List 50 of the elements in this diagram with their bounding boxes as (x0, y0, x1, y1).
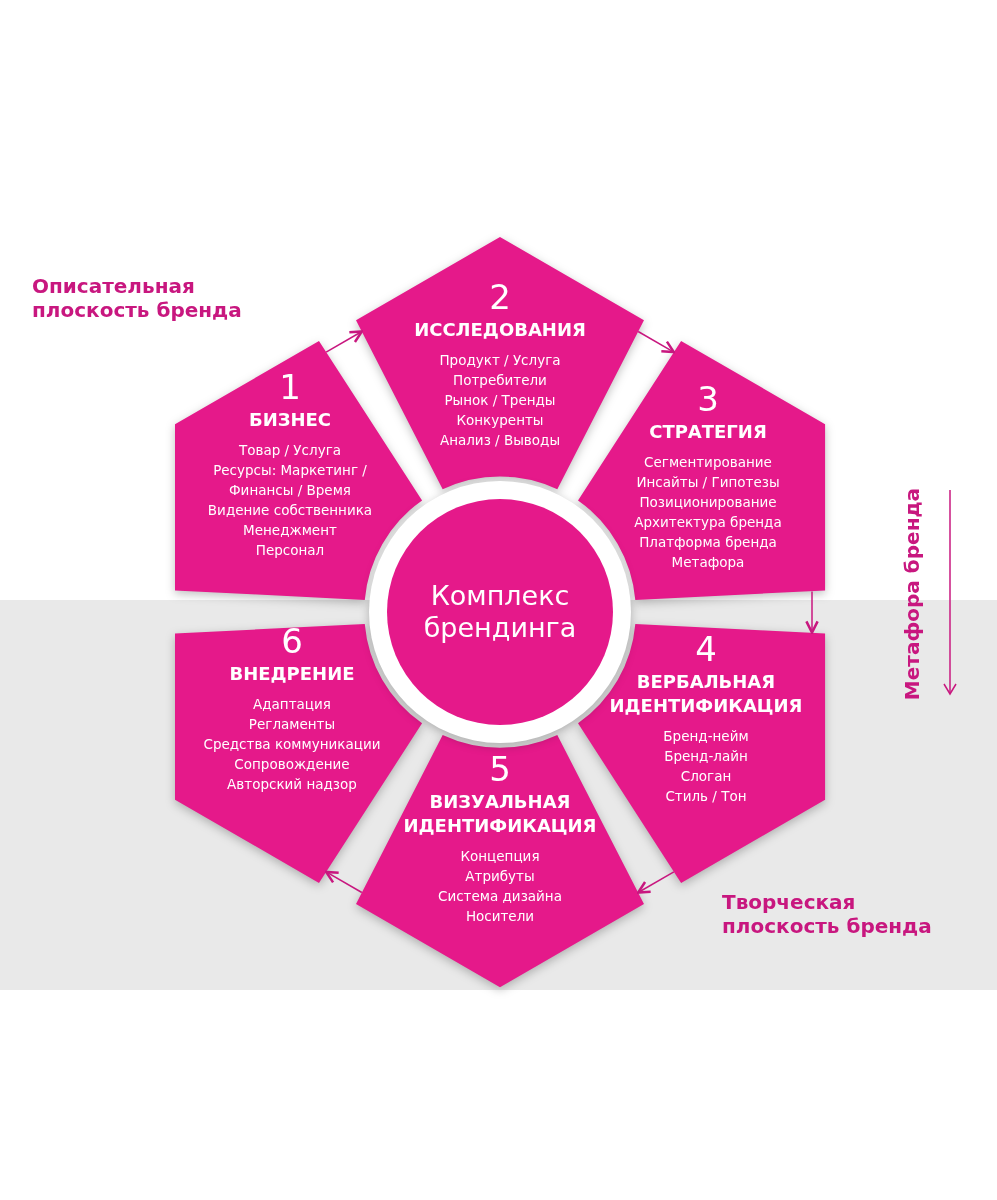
list-item: Регламенты (247, 715, 337, 734)
list-item: Стиль / Тон (664, 787, 748, 806)
center-title: Комплекс брендинга (422, 580, 578, 644)
plane-label: Описательная плоскость бренда (32, 274, 243, 322)
list-item: Бренд-лайн (663, 747, 749, 766)
list-item: Сегментирование (643, 453, 773, 472)
arrow (636, 871, 675, 894)
plane-label: Творческая плоскость бренда (722, 890, 933, 938)
list-item: Продукт / Услуга (438, 351, 562, 370)
step-title: ВНЕДРЕНИЕ (228, 662, 356, 686)
list-item: Архитектура бренда (633, 513, 783, 532)
arrow (637, 330, 676, 354)
step-title: ВЕРБАЛЬНАЯ ИДЕНТИФИКАЦИЯ (608, 670, 804, 718)
axis-label: Метафора бренда (900, 486, 924, 703)
list-item: Рынок / Тренды (443, 391, 557, 410)
step-title: ИССЛЕДОВАНИЯ (413, 318, 587, 342)
arrow (324, 870, 363, 894)
arrow (805, 590, 819, 634)
step-title: СТРАТЕГИЯ (648, 420, 768, 444)
list-item: Конкуренты (455, 411, 545, 430)
list-item: Сопровождение (233, 755, 351, 774)
list-item: Анализ / Выводы (438, 431, 562, 450)
list-item: Персонал (254, 541, 326, 560)
list-item: Инсайты / Гипотезы (635, 473, 781, 492)
list-item: Носители (464, 907, 536, 926)
list-item: Концепция (459, 847, 541, 866)
list-item: Бренд-нейм (662, 727, 750, 746)
list-item: Авторский надзор (226, 775, 358, 794)
list-item: Потребители (452, 371, 548, 390)
step-number: 6 (280, 622, 304, 660)
list-item: Видение собственника (206, 501, 374, 520)
list-item: Адаптация (252, 695, 332, 714)
step-number: 4 (694, 630, 718, 668)
list-item: Платформа бренда (638, 533, 778, 552)
step-title: ВИЗУАЛЬНАЯ ИДЕНТИФИКАЦИЯ (402, 790, 598, 838)
list-item: Метафора (670, 553, 746, 572)
list-item: Система дизайна (437, 887, 563, 906)
list-item: Атрибуты (464, 867, 536, 886)
step-number: 5 (488, 750, 512, 788)
list-item: Товар / Услуга (237, 441, 342, 460)
arrow (325, 330, 364, 353)
list-item: Слоган (679, 767, 733, 786)
list-item: Позиционирование (638, 493, 778, 512)
step-title: БИЗНЕС (247, 408, 333, 432)
step-number: 1 (278, 368, 302, 406)
list-item: Менеджмент (242, 521, 338, 540)
step-number: 2 (488, 278, 512, 316)
step-number: 3 (696, 380, 720, 418)
list-item: Ресурсы: Маркетинг / Финансы / Время (212, 461, 368, 500)
list-item: Средства коммуникации (202, 735, 382, 754)
